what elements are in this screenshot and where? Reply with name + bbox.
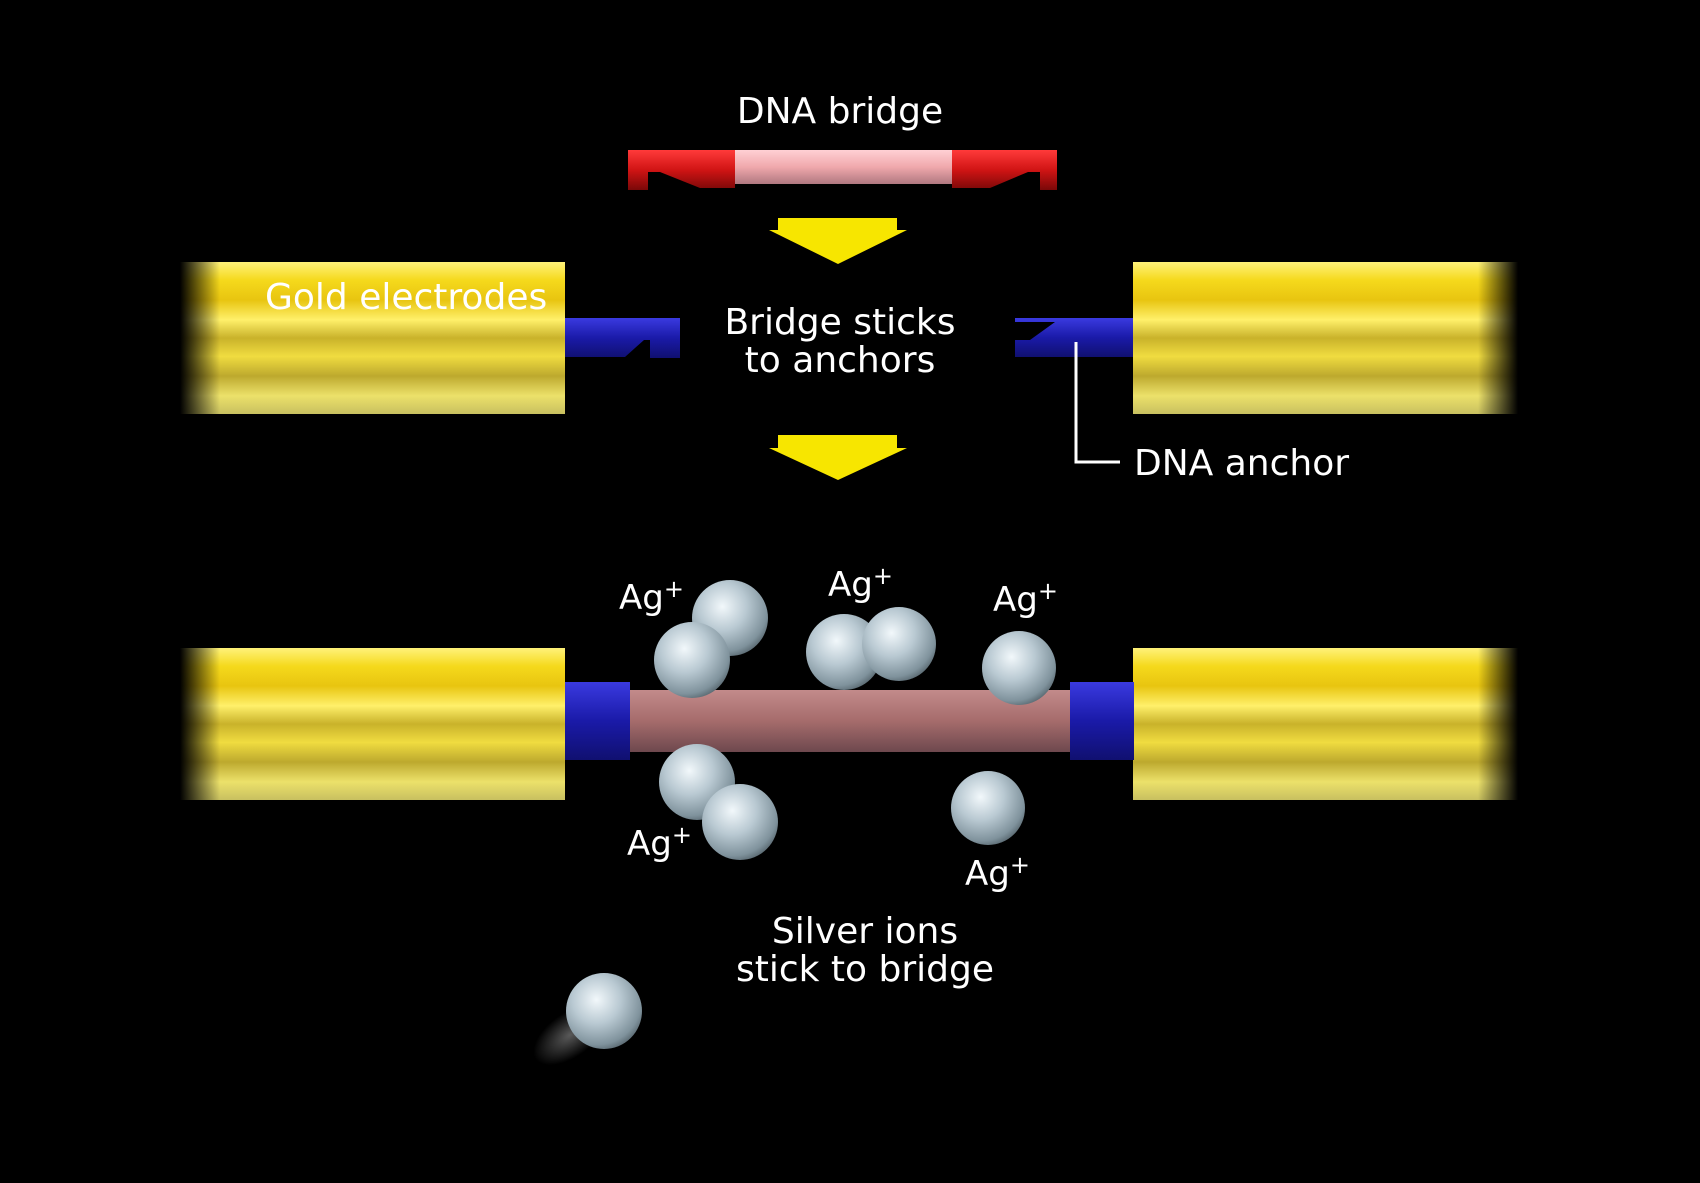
label-ag-ion: Ag+ (965, 853, 1030, 894)
silver-ion (654, 622, 730, 698)
down-arrow-2 (769, 435, 907, 480)
dna-bridge-top (628, 150, 1057, 190)
electrode-left-middle (180, 262, 565, 414)
ion-symbol: Ag (627, 824, 672, 864)
dna-anchor-right-middle (1015, 318, 1133, 357)
bridge-left-red-end (628, 150, 735, 190)
silver-ion-moving (566, 973, 642, 1049)
silver-ion (702, 784, 778, 860)
label-ag-ion: Ag+ (993, 579, 1058, 620)
ion-charge: + (671, 821, 692, 849)
silver-coated-bridge (628, 690, 1073, 752)
label-bridge-sticks-line1: Bridge sticks (724, 302, 956, 343)
label-gold-electrodes: Gold electrodes (265, 277, 548, 318)
electrode-right-middle (1133, 262, 1518, 414)
label-ag-ion: Ag+ (627, 823, 692, 864)
label-dna-anchor: DNA anchor (1134, 443, 1350, 484)
ion-symbol: Ag (619, 578, 664, 618)
silver-ions (533, 580, 1056, 1066)
silver-ion (862, 607, 936, 681)
label-ag-ion: Ag+ (619, 577, 684, 618)
ion-charge: + (663, 575, 684, 603)
silver-ion (951, 771, 1025, 845)
label-bridge-sticks: Bridge sticks to anchors (690, 305, 990, 379)
ion-charge: + (872, 562, 893, 590)
bridge-right-red-end (952, 150, 1057, 190)
silver-ion (806, 614, 882, 690)
silver-ion (982, 631, 1056, 705)
dna-anchor-leader-line (1074, 342, 1120, 464)
dna-anchor-right-bottom (1070, 682, 1134, 760)
dna-anchor-left-bottom (565, 682, 630, 760)
electrode-left-bottom (180, 648, 565, 800)
label-ag-ion: Ag+ (828, 564, 893, 605)
ion-symbol: Ag (965, 854, 1010, 894)
label-dna-bridge: DNA bridge (736, 91, 944, 132)
dna-anchor-left-middle (565, 318, 680, 358)
down-arrow-1 (769, 218, 907, 264)
ion-symbol: Ag (993, 580, 1038, 620)
label-silver-ions-line2: stick to bridge (735, 949, 995, 990)
label-bridge-sticks-line2: to anchors (744, 340, 936, 381)
ion-charge: + (1009, 851, 1030, 879)
electrode-right-bottom (1133, 648, 1518, 800)
ion-symbol: Ag (828, 565, 873, 605)
ion-charge: + (1037, 577, 1058, 605)
label-silver-ions-line1: Silver ions (771, 911, 959, 952)
bridge-pink-segment (730, 150, 955, 184)
label-silver-ions: Silver ions stick to bridge (705, 914, 1025, 988)
